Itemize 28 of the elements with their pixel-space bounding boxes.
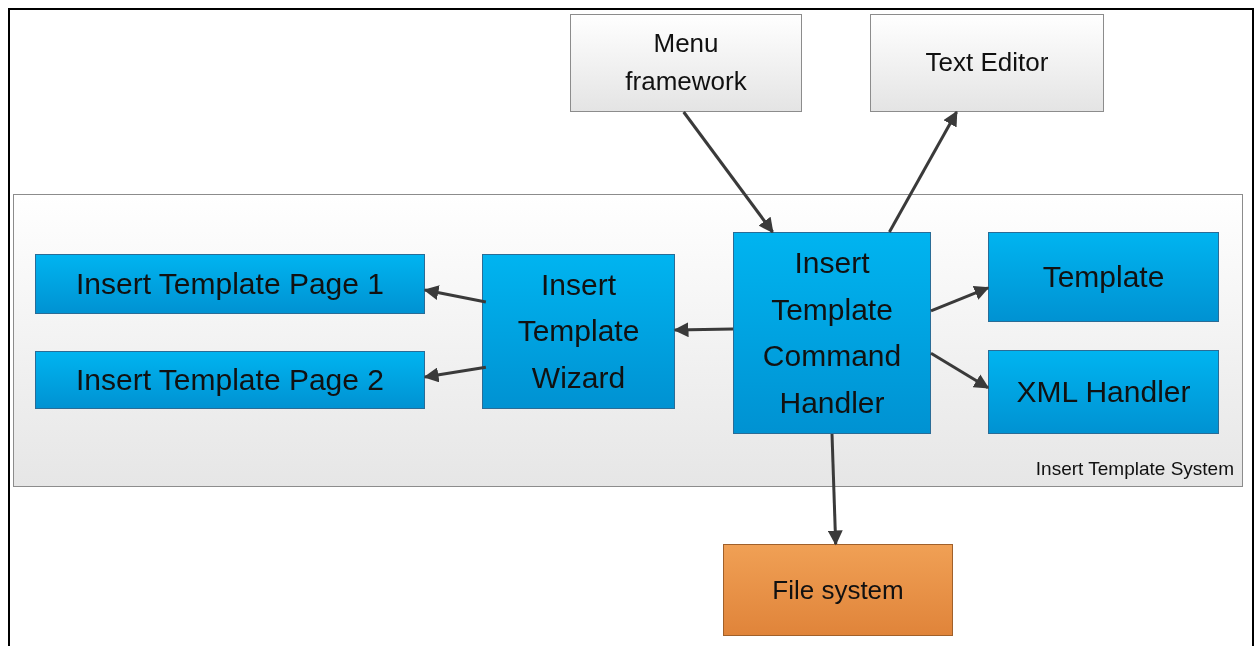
component-box [482,254,675,409]
arrow [930,285,990,313]
group-label: Insert Template System [1035,458,1234,480]
arrow [423,365,487,383]
component-box [988,350,1219,434]
component-box [988,232,1219,322]
arrow [930,351,990,390]
system-box [870,14,1104,112]
box-label: Template [1042,258,1165,295]
box-label: Text Editor [925,46,1049,80]
component-box [733,232,931,434]
box-label: Insert Template Command Handler [761,245,903,421]
arrow [682,111,774,234]
arrow [423,285,487,304]
storage-box [723,544,953,636]
arrow [673,322,734,338]
box-label: Insert Template Wizard [516,266,641,396]
component-box [35,351,425,409]
arrow [888,110,958,233]
arrow [827,433,843,546]
box-label: File system [772,574,904,606]
box-label: Insert Template Page 2 [76,361,384,398]
system-box [570,14,802,112]
box-label: Insert Template Page 1 [76,265,384,302]
component-box [35,254,425,314]
system-boundary [13,194,1243,487]
box-label: Menu framework [624,27,748,98]
box-label: XML Handler [1016,373,1191,410]
